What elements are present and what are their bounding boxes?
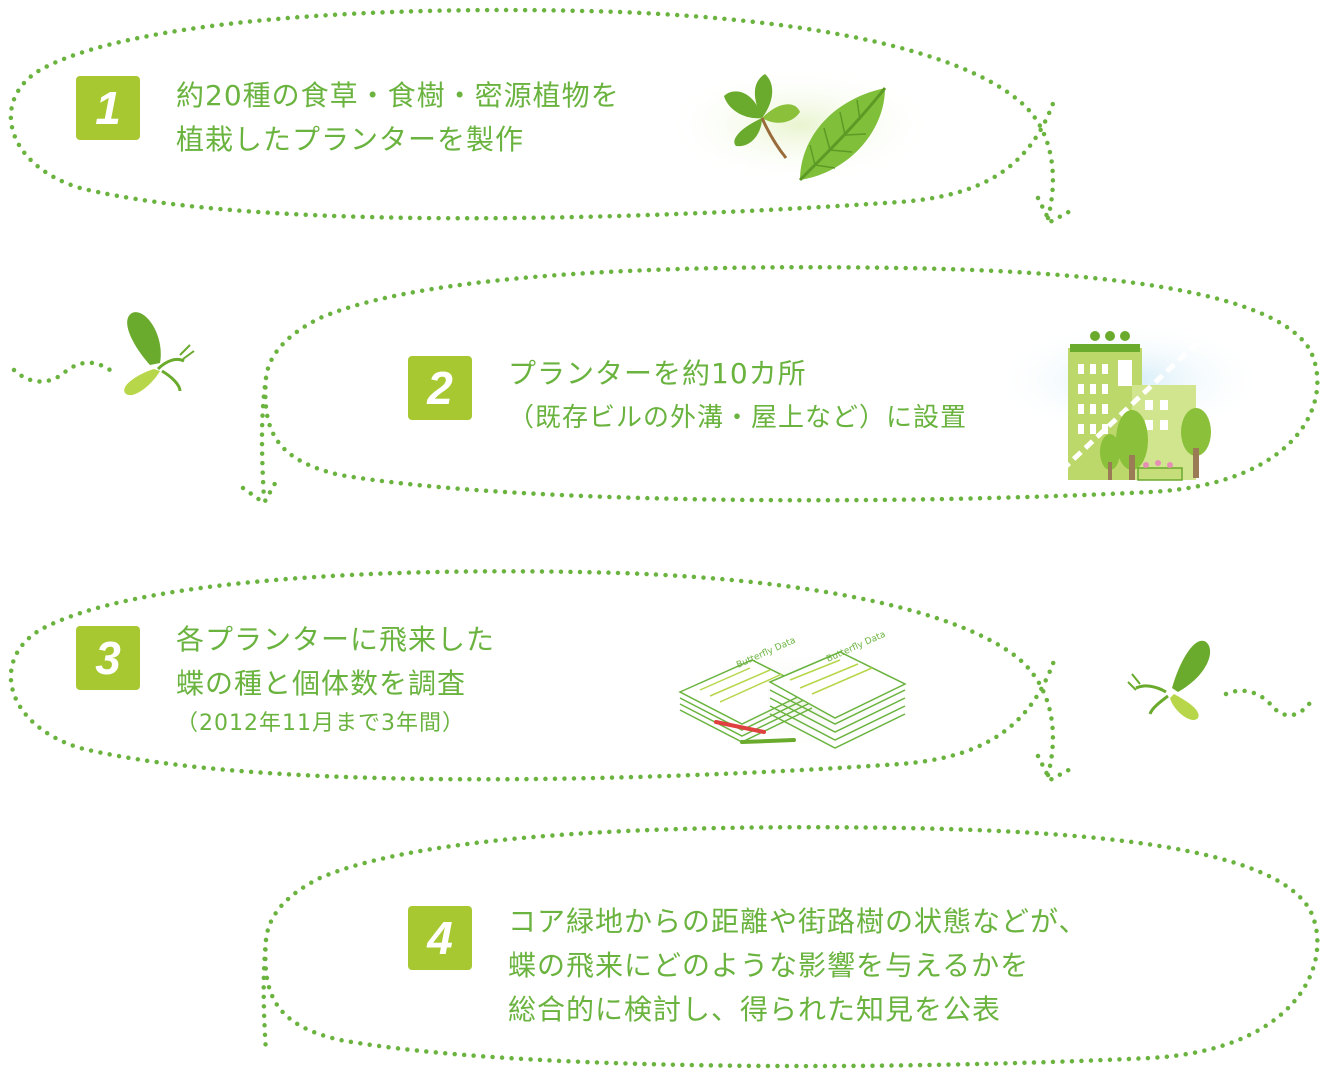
step-2-number: 2	[408, 356, 472, 420]
butterfly-icon	[124, 312, 195, 396]
step-3-line-1: 各プランターに飛来した	[176, 623, 496, 656]
butterfly-trail-left	[11, 360, 113, 384]
step-4-line-2: 蝶の飛来にどのような影響を与えるかを	[508, 949, 1030, 982]
loop-4	[261, 824, 1320, 1069]
butterfly-trail-right	[1223, 688, 1315, 718]
loop-3	[8, 569, 1079, 784]
step-3-note: （2012年11月まで3年間）	[176, 711, 465, 736]
step-4-line-1: コア緑地からの距離や街路樹の状態などが、	[508, 905, 1088, 938]
step-4-line-3: 総合的に検討し、得られた知見を公表	[508, 993, 1002, 1026]
loop-2	[240, 264, 1320, 507]
step-1-line-1: 約20種の食草・食樹・密源植物を	[176, 79, 620, 112]
step-2-text: プランターを約10カ所 （既存ビルの外溝・屋上など）に設置	[508, 352, 967, 440]
step-4-number: 4	[408, 906, 472, 970]
butterfly-icon	[1127, 640, 1211, 720]
step-1-number: 1	[76, 76, 140, 140]
step-3-line-2: 蝶の種と個体数を調査	[176, 667, 467, 700]
step-3-text: 各プランターに飛来した 蝶の種と個体数を調査 （2012年11月まで3年間）	[176, 618, 495, 742]
loop-1	[8, 7, 1079, 226]
step-1-line-2: 植栽したプランターを製作	[176, 123, 525, 156]
documents-icon: Butterfly Data Butterfly Data	[665, 630, 935, 752]
step-2-note: （既存ビルの外溝・屋上など）に設置	[508, 403, 968, 433]
step-2-line-1: プランターを約10カ所	[508, 357, 807, 390]
step-4-text: コア緑地からの距離や街路樹の状態などが、 蝶の飛来にどのような影響を与えるかを …	[508, 900, 1087, 1032]
step-1-text: 約20種の食草・食樹・密源植物を 植栽したプランターを製作	[176, 74, 620, 162]
building-icon	[995, 322, 1265, 481]
step-3-number: 3	[76, 626, 140, 690]
leaves-icon	[665, 67, 935, 183]
